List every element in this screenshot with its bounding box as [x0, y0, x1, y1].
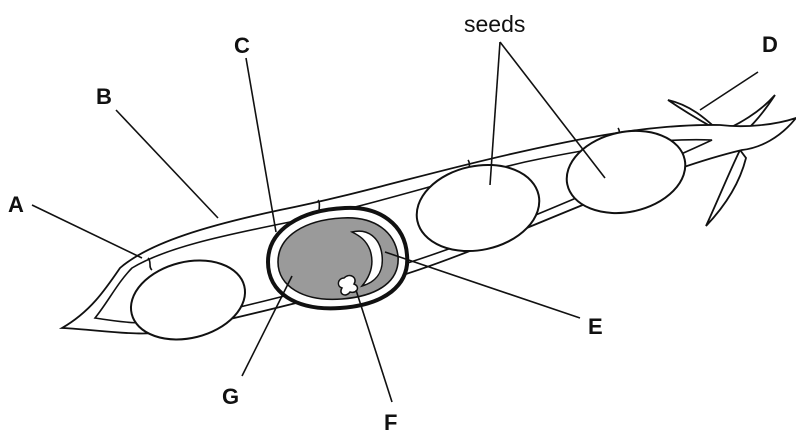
label-b: B [96, 84, 112, 109]
label-f: F [384, 410, 397, 435]
radicle-f [338, 276, 357, 295]
label-seeds: seeds [464, 11, 525, 37]
leader-d [700, 72, 758, 110]
label-c: C [234, 33, 250, 58]
label-d: D [762, 32, 778, 57]
leader-c [246, 58, 276, 232]
leader-e [385, 252, 580, 318]
label-a: A [8, 192, 24, 217]
label-g: G [222, 384, 239, 409]
sepal-lower [706, 150, 746, 226]
leader-b [116, 110, 218, 218]
leader-f [356, 290, 392, 402]
label-e: E [588, 314, 603, 339]
leader-a [32, 205, 142, 258]
